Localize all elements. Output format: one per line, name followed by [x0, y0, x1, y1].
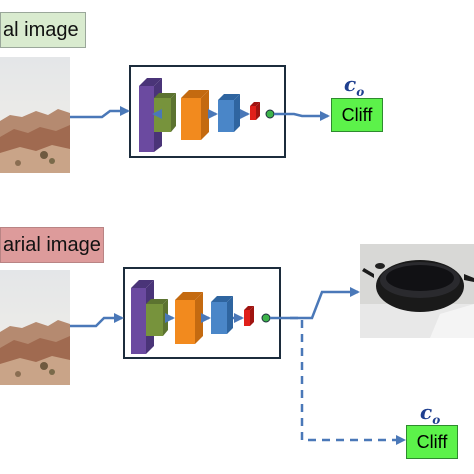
output-node-top — [265, 109, 275, 119]
arrow-cnn-to-cliff-top — [274, 111, 330, 121]
output-node-bottom — [261, 313, 271, 323]
original-image-tag-label: al image — [3, 19, 79, 41]
cliff-photo-original — [0, 57, 70, 173]
cliff-output-bottom-label: Cliff — [416, 431, 448, 452]
adversarial-image-tag: arial image — [0, 227, 104, 263]
arrow-cnn-to-wok — [270, 287, 360, 320]
arrow-image-to-cnn-bottom — [70, 313, 124, 328]
adversarial-image-tag-label: arial image — [3, 234, 101, 256]
cliff-output-top-label: Cliff — [341, 104, 373, 125]
original-image-tag: al image — [0, 12, 86, 48]
arrow-cnn-to-cliff-dashed — [290, 316, 406, 445]
arrow-image-to-cnn-top — [70, 106, 130, 119]
arrows-top — [70, 106, 330, 121]
output-symbol-bottom: co — [420, 400, 441, 427]
cnn-layer-blue-bottom — [211, 296, 233, 334]
arrows-bottom — [70, 287, 406, 445]
wok-photo — [360, 244, 474, 338]
cliff-output-top: Cliff — [331, 98, 383, 132]
cnn-layer-orange-bottom — [175, 292, 203, 344]
cnn-block-bottom — [123, 267, 281, 359]
cnn-layer-green-bottom — [146, 299, 168, 336]
output-symbol-top: co — [344, 72, 365, 99]
cnn-layer-green-top — [154, 93, 176, 132]
cnn-layer-red-bottom — [244, 306, 254, 326]
cnn-layer-orange-top — [181, 90, 209, 140]
cnn-layer-red-top — [250, 102, 260, 120]
cliff-output-bottom: Cliff — [406, 425, 458, 459]
cnn-layer-blue-top — [218, 94, 240, 132]
cliff-photo-adversarial — [0, 270, 70, 385]
cnn-block-top — [129, 65, 286, 158]
